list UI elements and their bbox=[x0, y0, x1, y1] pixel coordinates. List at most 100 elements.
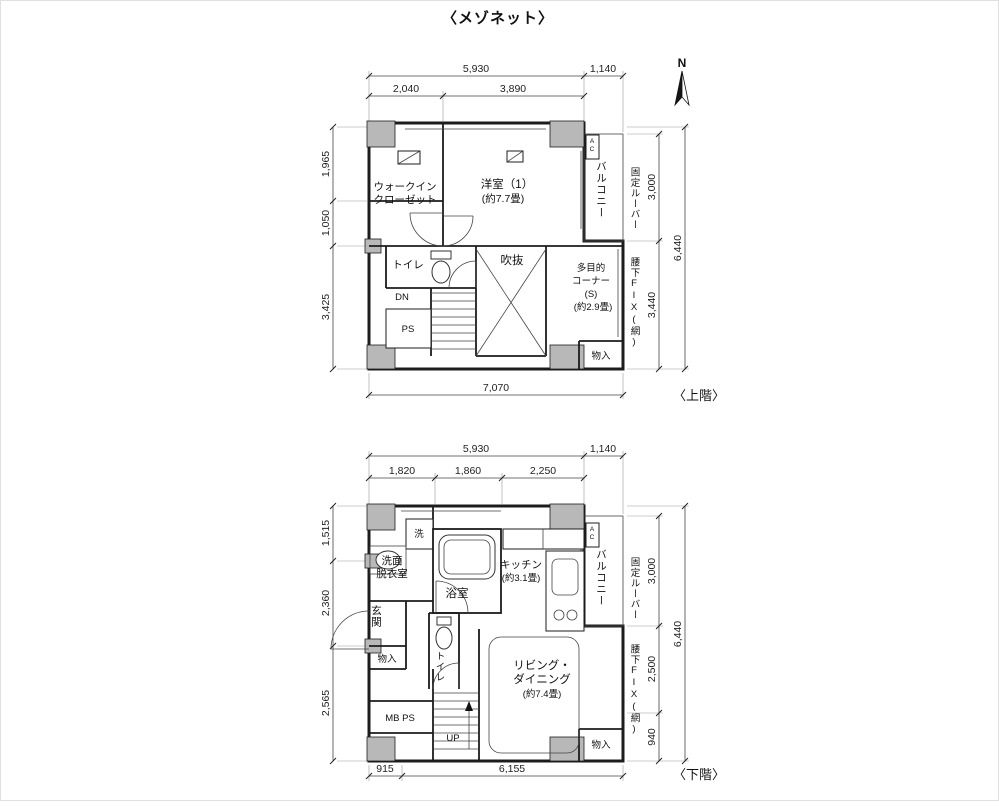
upper-dim-left-bottom: 3,425 bbox=[320, 294, 332, 320]
upper-dim-left-mid: 1,050 bbox=[320, 210, 332, 236]
lower-door-swings bbox=[330, 580, 469, 690]
door-arc bbox=[442, 215, 474, 247]
lower-dim-sub3: 2,250 bbox=[530, 465, 556, 477]
upper-door-swings bbox=[409, 212, 477, 289]
upper-room-balcony: バルコニー bbox=[595, 161, 607, 219]
stove-burner bbox=[553, 609, 565, 621]
lower-washer-label: 洗 bbox=[414, 528, 424, 540]
column bbox=[366, 503, 396, 531]
lower-ac-label: AC bbox=[589, 526, 596, 542]
upper-void-cross bbox=[475, 248, 547, 357]
upper-dim-sub-left: 2,040 bbox=[393, 83, 419, 95]
lower-dim-bottom-main: 6,155 bbox=[499, 763, 525, 775]
upper-room-wic-1: ウォークイン bbox=[374, 181, 437, 193]
lower-room-balcony: バルコニー bbox=[595, 549, 607, 607]
stove-burner bbox=[566, 609, 578, 621]
wash-basin bbox=[375, 550, 401, 570]
kitchen-cabinet bbox=[502, 528, 585, 550]
dim-ticks bbox=[329, 72, 689, 399]
compass-needle-light bbox=[681, 70, 690, 107]
lower-room-living-3: (約7.4畳) bbox=[523, 688, 562, 700]
door-arc bbox=[409, 212, 444, 247]
bath-door-arc bbox=[435, 580, 469, 614]
column bbox=[549, 120, 585, 148]
upper-room-multi-3: (S) bbox=[585, 289, 598, 300]
bathtub bbox=[438, 534, 496, 580]
entry-door-arc bbox=[330, 610, 370, 650]
upper-room-bedroom-2: (約7.7畳) bbox=[482, 192, 525, 205]
upper-plan: 5,930 1,140 2,040 3,890 1,965 1,050 3,42… bbox=[320, 63, 725, 403]
lower-dimension-lines bbox=[329, 452, 689, 780]
upper-dim-right-bottom: 3,440 bbox=[646, 292, 658, 318]
toilet-door-arc bbox=[432, 662, 460, 690]
lower-storage-right: 物入 bbox=[591, 739, 611, 751]
upper-ps-shaft bbox=[385, 308, 432, 349]
upper-room-multi-4: (約2.9畳) bbox=[574, 301, 613, 313]
lower-dim-sub1: 1,820 bbox=[389, 465, 415, 477]
lower-dim-left-top: 1,515 bbox=[320, 520, 332, 546]
lower-room-kitchen-2: (約3.1畳) bbox=[502, 572, 541, 584]
upper-room-wic-2: クローゼット bbox=[374, 194, 437, 206]
column bbox=[366, 736, 396, 762]
lower-room-living-1: リビング・ bbox=[513, 658, 571, 672]
upper-louver-note: 固定ルーバー bbox=[629, 167, 641, 230]
upper-room-void: 吹抜 bbox=[501, 253, 524, 267]
upper-ac-label: AC bbox=[589, 138, 596, 154]
upper-dim-bottom-total: 7,070 bbox=[483, 382, 509, 394]
upper-ps-label: PS bbox=[402, 324, 415, 335]
upper-dim-left-top: 1,965 bbox=[320, 151, 332, 177]
lower-dim-top-balcony: 1,140 bbox=[590, 443, 616, 455]
ac-unit-box bbox=[585, 522, 600, 548]
kitchen-counter bbox=[545, 550, 585, 632]
upper-stair-treads bbox=[431, 292, 476, 350]
upper-dim-top-balcony: 1,140 bbox=[590, 63, 616, 75]
upper-room-multi-1: 多目的 bbox=[577, 262, 606, 274]
lower-fix-note: 腰下FIX(網) bbox=[629, 644, 641, 736]
lower-stairs-up: UP bbox=[446, 733, 459, 744]
north-label: N bbox=[678, 56, 687, 70]
bathroom-box bbox=[432, 528, 502, 614]
lower-dim-right-total: 6,440 bbox=[672, 621, 684, 647]
lower-dim-top-main: 5,930 bbox=[463, 443, 489, 455]
upper-room-multi-2: コーナー bbox=[572, 276, 610, 287]
lower-storage-left: 物入 bbox=[377, 653, 397, 665]
lower-room-living-2: ダイニング bbox=[513, 672, 571, 686]
toilet-bowl bbox=[435, 626, 453, 650]
lower-room-washroom-2: 脱衣室 bbox=[376, 567, 408, 580]
toilet-bowl bbox=[431, 260, 451, 284]
lower-floor-label: 〈下階〉 bbox=[673, 767, 725, 782]
lower-dim-right-bottom: 940 bbox=[646, 728, 658, 746]
stair-arrow-head bbox=[465, 701, 473, 711]
kitchen-sink bbox=[551, 558, 579, 596]
upper-floor-label: 〈上階〉 bbox=[673, 388, 725, 403]
dim-ticks bbox=[329, 452, 689, 780]
lower-plan: 5,930 1,140 1,820 1,860 2,250 1,515 2,36… bbox=[320, 443, 725, 782]
north-compass: N bbox=[674, 56, 690, 107]
column bbox=[549, 503, 585, 531]
lower-room-washroom-1: 洗面 bbox=[382, 555, 403, 567]
lower-dim-left-mid: 2,360 bbox=[320, 590, 332, 616]
upper-stairs-dn: DN bbox=[395, 292, 409, 303]
page-title: 〈メゾネット〉 bbox=[442, 9, 554, 27]
lower-room-entrance: 玄関 bbox=[370, 604, 382, 628]
lower-dim-right-mid: 2,500 bbox=[646, 656, 658, 682]
lower-dim-right-top: 3,000 bbox=[646, 558, 658, 584]
compass-needle-dark bbox=[674, 70, 683, 107]
lower-mb-ps-label: MB PS bbox=[385, 713, 415, 724]
lower-dim-left-bottom: 2,565 bbox=[320, 690, 332, 716]
lower-stair-treads bbox=[433, 692, 479, 750]
upper-dim-right-total: 6,440 bbox=[672, 235, 684, 261]
lower-room-kitchen-1: キッチン bbox=[500, 559, 542, 571]
toilet-tank bbox=[436, 616, 452, 626]
column bbox=[366, 120, 396, 148]
upper-dim-top-main: 5,930 bbox=[463, 63, 489, 75]
upper-dimension-lines bbox=[329, 72, 689, 399]
toilet-tank bbox=[430, 250, 452, 260]
ac-unit-box bbox=[585, 134, 600, 160]
living-area-outline bbox=[488, 636, 580, 754]
lower-dim-sub2: 1,860 bbox=[455, 465, 481, 477]
upper-room-bedroom-1: 洋室（1） bbox=[481, 177, 533, 191]
upper-balcony-wall bbox=[583, 133, 624, 242]
